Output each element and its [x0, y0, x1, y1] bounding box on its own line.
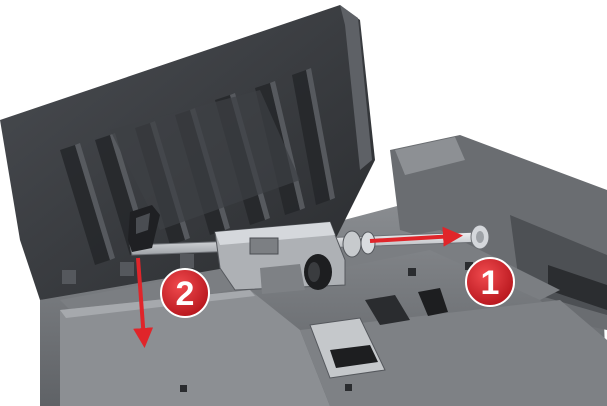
- front-tray-lip: [60, 290, 607, 406]
- pick-roller-assembly: [214, 221, 376, 294]
- separator-pad: [180, 262, 473, 392]
- left-latch: [128, 205, 160, 252]
- slide-right-arrow: [369, 226, 463, 247]
- callout-2: 2: [160, 268, 210, 318]
- pull-down-arrow: [133, 257, 154, 348]
- callout-2-label: 2: [176, 275, 195, 313]
- rubber-roller: [304, 254, 332, 290]
- shaft-collars: [342, 230, 376, 258]
- callout-1: 1: [465, 257, 515, 307]
- callout-1-label: 1: [481, 264, 500, 302]
